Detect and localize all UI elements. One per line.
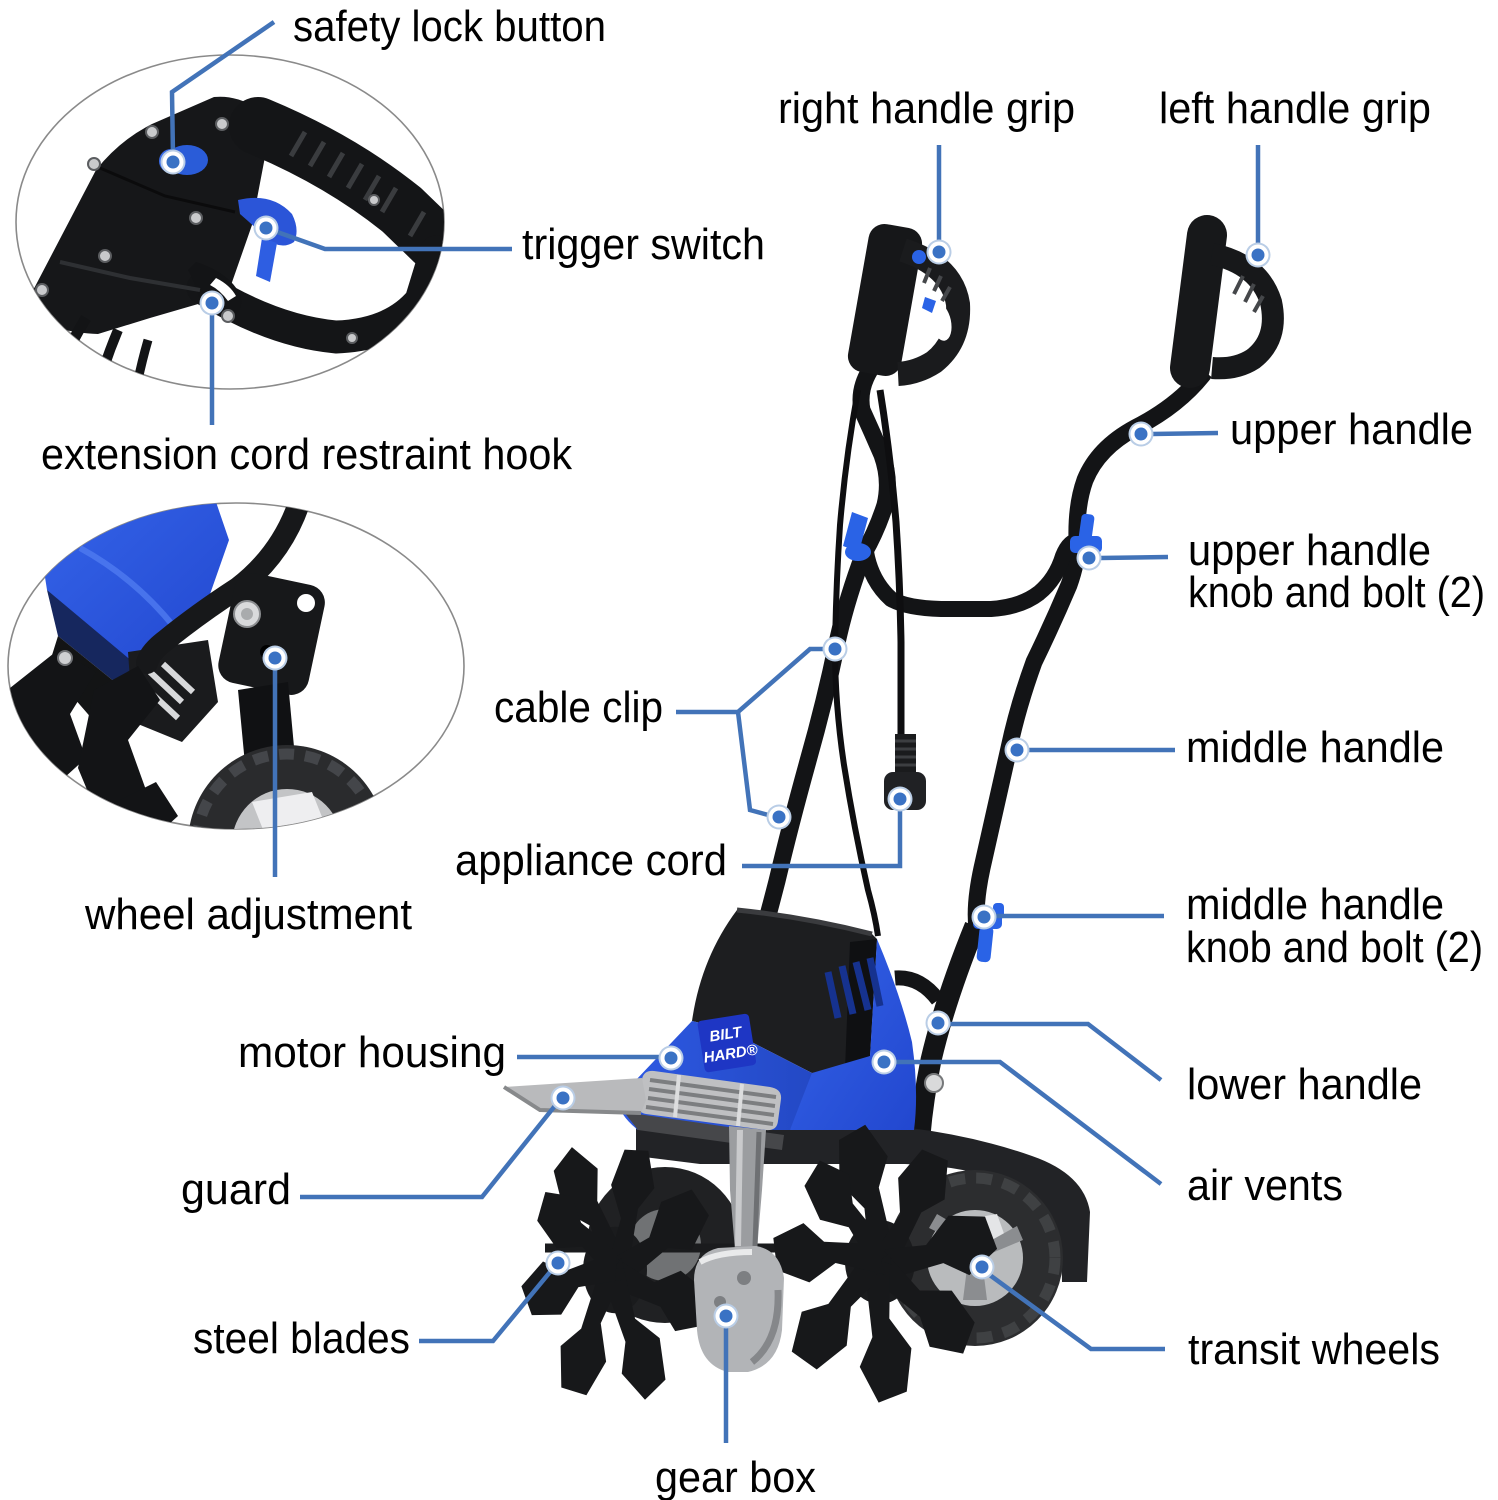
- svg-text:gear box: gear box: [655, 1453, 816, 1500]
- svg-text:right handle grip: right handle grip: [778, 84, 1075, 133]
- svg-text:BILT: BILT: [708, 1023, 744, 1045]
- svg-text:steel blades: steel blades: [193, 1314, 410, 1363]
- svg-text:middle handle: middle handle: [1186, 723, 1444, 772]
- svg-text:appliance cord: appliance cord: [455, 836, 727, 885]
- svg-text:motor housing: motor housing: [238, 1028, 506, 1077]
- svg-text:safety lock button: safety lock button: [293, 2, 606, 51]
- svg-text:extension cord restraint hook: extension cord restraint hook: [41, 430, 573, 479]
- svg-text:knob and bolt (2): knob and bolt (2): [1188, 568, 1485, 617]
- svg-text:knob and bolt (2): knob and bolt (2): [1186, 923, 1483, 972]
- svg-text:trigger switch: trigger switch: [522, 220, 765, 269]
- svg-text:wheel adjustment: wheel adjustment: [84, 890, 412, 939]
- svg-text:left handle grip: left handle grip: [1159, 84, 1431, 133]
- svg-text:transit wheels: transit wheels: [1188, 1325, 1440, 1374]
- svg-text:middle handle: middle handle: [1186, 880, 1444, 929]
- svg-text:guard: guard: [181, 1165, 291, 1214]
- svg-text:lower handle: lower handle: [1187, 1060, 1422, 1109]
- svg-text:cable clip: cable clip: [494, 683, 663, 732]
- svg-text:air vents: air vents: [1187, 1161, 1343, 1210]
- svg-text:upper handle: upper handle: [1188, 526, 1431, 575]
- svg-text:upper handle: upper handle: [1230, 405, 1473, 454]
